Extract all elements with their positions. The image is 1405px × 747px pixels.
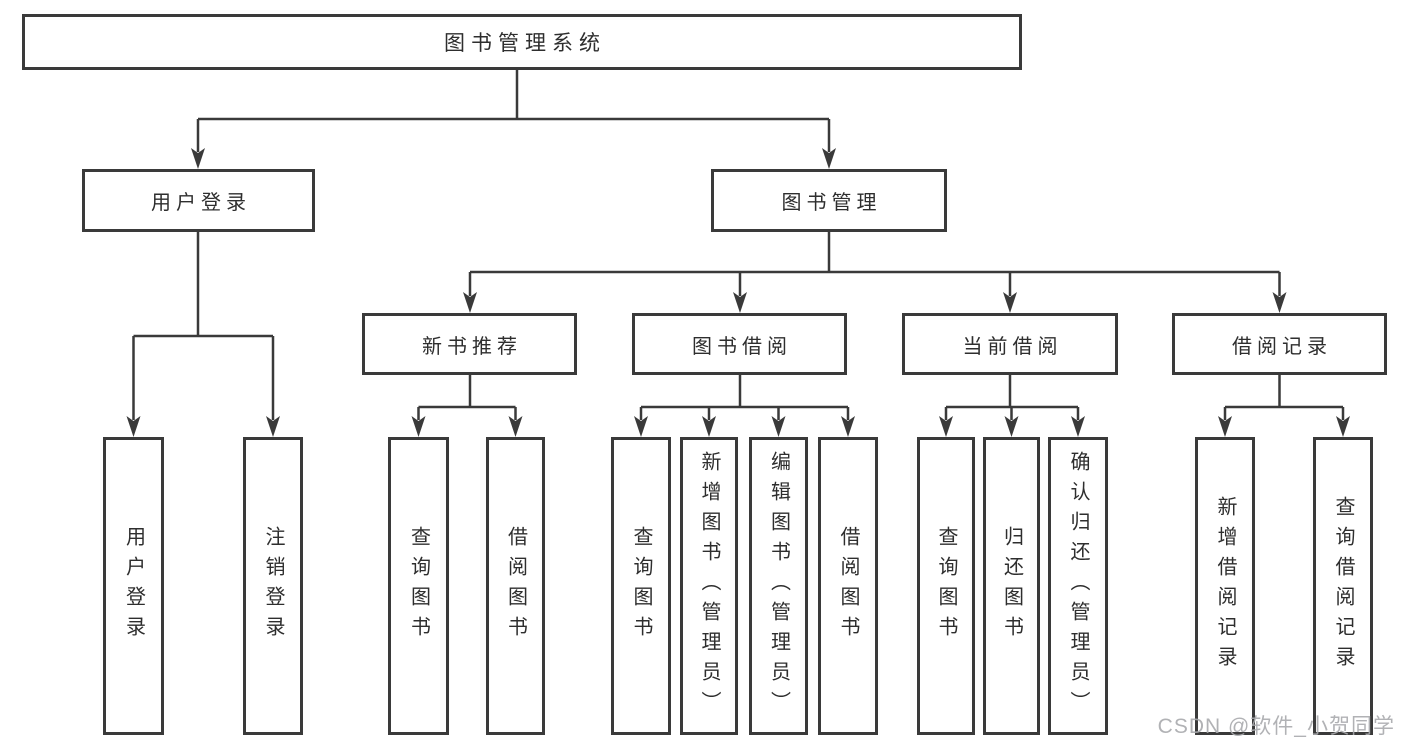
leaf-label: 确认归还（管理员） [1067,451,1089,721]
leaf-label: 查询图书 [630,526,652,646]
leaf-label: 借阅图书 [504,526,527,646]
leaf-label: 新增借阅记录 [1214,496,1236,676]
leaf-label: 查询借阅记录 [1332,496,1354,676]
node-new-book-recommend: 新书推荐 [362,313,577,375]
node-leaf-query-books-recommend: 查询图书 [388,437,449,735]
leaf-label: 归还图书 [1000,526,1023,646]
node-leaf-edit-book-admin: 编辑图书（管理员） [749,437,808,735]
watermark: CSDN @软件_小贺同学 [1157,715,1395,738]
node-leaf-query-books-current: 查询图书 [917,437,975,735]
node-leaf-borrow-books: 借阅图书 [818,437,878,735]
node-borrow-records: 借阅记录 [1172,313,1387,375]
node-user-login-branch: 用户登录 [82,169,315,232]
leaf-label: 查询图书 [407,526,430,646]
node-leaf-logout: 注销登录 [243,437,303,735]
node-library-system: 图书管理系统 [22,14,1022,70]
node-book-management-branch: 图书管理 [711,169,947,232]
node-current-borrow: 当前借阅 [902,313,1118,375]
node-leaf-add-borrow-record: 新增借阅记录 [1195,437,1255,735]
leaf-label: 注销登录 [262,526,284,646]
leaf-label: 用户登录 [122,526,145,646]
node-leaf-user-login: 用户登录 [103,437,164,735]
node-leaf-confirm-return-admin: 确认归还（管理员） [1048,437,1108,735]
leaf-label: 借阅图书 [837,526,859,646]
node-book-borrow: 图书借阅 [632,313,847,375]
node-leaf-return-book: 归还图书 [983,437,1040,735]
node-leaf-query-borrow-record: 查询借阅记录 [1313,437,1373,735]
leaf-label: 新增图书（管理员） [698,451,720,721]
leaf-label: 查询图书 [935,526,957,646]
node-leaf-add-book-admin: 新增图书（管理员） [680,437,738,735]
node-leaf-borrow-books-recommend: 借阅图书 [486,437,545,735]
leaf-label: 编辑图书（管理员） [767,451,790,721]
node-leaf-query-books-borrow: 查询图书 [611,437,671,735]
